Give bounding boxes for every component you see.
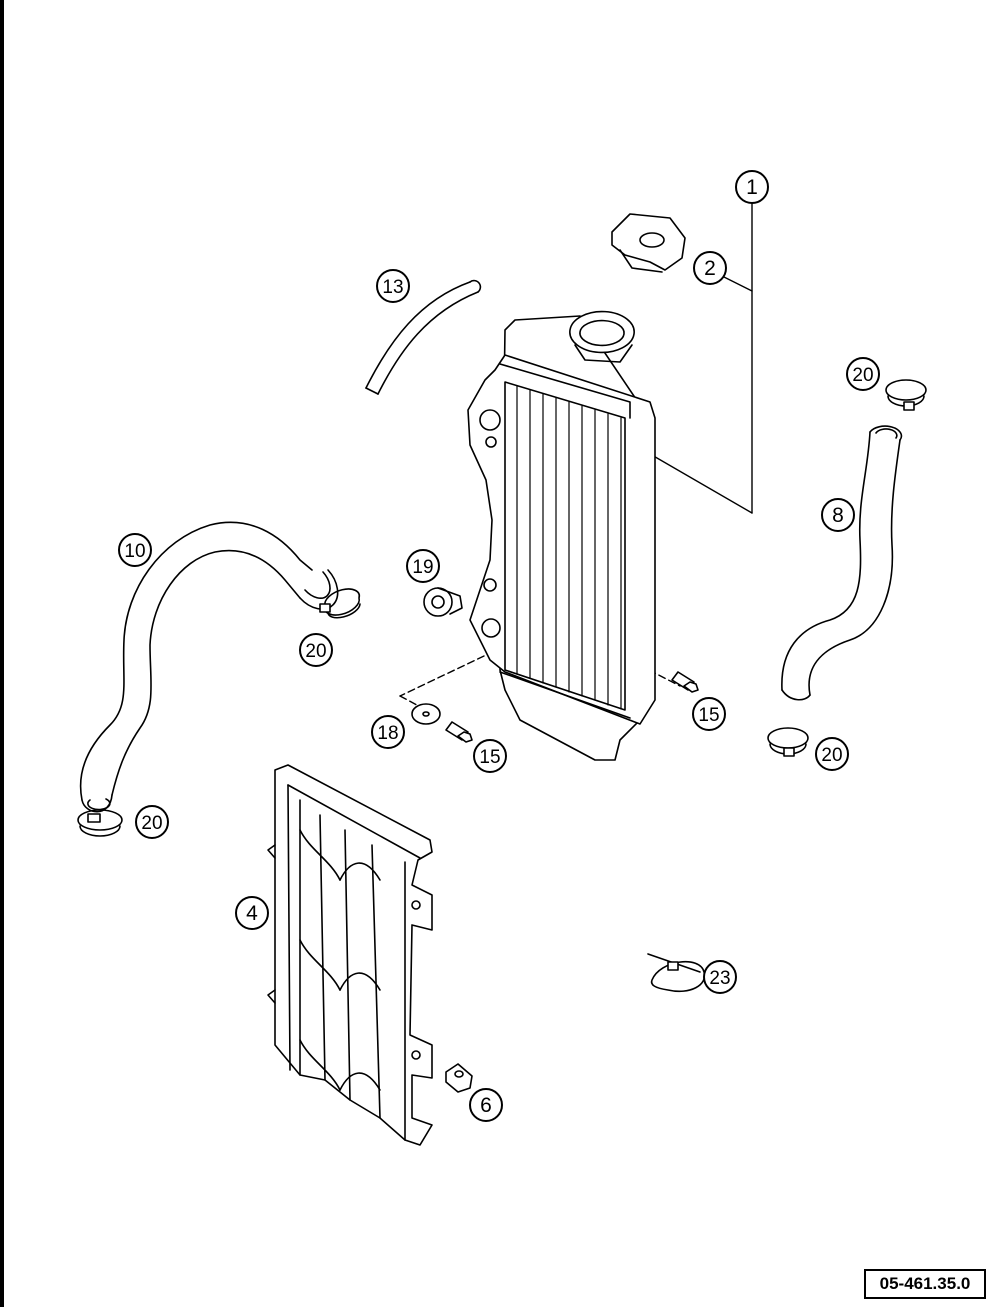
callout-13: 13 [376,269,410,303]
callout-8: 8 [821,498,855,532]
cable-tie [647,953,706,992]
overflow-hose [365,279,482,395]
hose-clamp [767,727,809,757]
document-code: 05-461.35.0 [864,1269,986,1299]
callout-label: 15 [479,747,500,768]
callout-label: 1 [746,176,758,199]
callout-label: 4 [246,902,258,925]
washer [411,703,441,725]
callout-4: 4 [235,896,269,930]
callout-label: 15 [698,705,719,726]
rubber-grommet [423,587,463,617]
callout-2: 2 [693,251,727,285]
callout-20: 20 [846,357,880,391]
radiator-hose-8 [781,425,903,701]
hose-clamp [885,379,927,411]
callout-label: 19 [412,557,433,578]
callout-23: 23 [703,960,737,994]
clip-nut [445,1063,473,1093]
callout-15: 15 [473,739,507,773]
callout-label: 20 [305,641,326,662]
screw [671,671,699,693]
callout-20: 20 [299,633,333,667]
radiator [467,310,656,761]
screw [445,721,473,743]
callout-18: 18 [371,715,405,749]
radiator-guard [267,764,433,1146]
hose-clamp [319,588,361,619]
callout-label: 20 [141,813,162,834]
callouts: 1 2 13 20 8 10 [118,170,880,1122]
page-border [0,0,4,1307]
callout-label: 20 [821,745,842,766]
hose-clamp [77,809,123,837]
callout-label: 23 [709,968,730,989]
callout-10: 10 [118,533,152,567]
callout-19: 19 [406,549,440,583]
callout-20: 20 [815,737,849,771]
callout-label: 13 [382,277,403,298]
callout-label: 6 [480,1094,492,1117]
callout-label: 2 [704,257,716,280]
callout-label: 8 [832,504,844,527]
callout-label: 20 [852,365,873,386]
callout-1: 1 [735,170,769,204]
radiator-cap [611,213,686,273]
callout-15: 15 [692,697,726,731]
callout-label: 18 [377,723,398,744]
callout-20: 20 [135,805,169,839]
callout-label: 10 [124,541,145,562]
radiator-hose-10 [79,521,339,813]
callout-6: 6 [469,1088,503,1122]
